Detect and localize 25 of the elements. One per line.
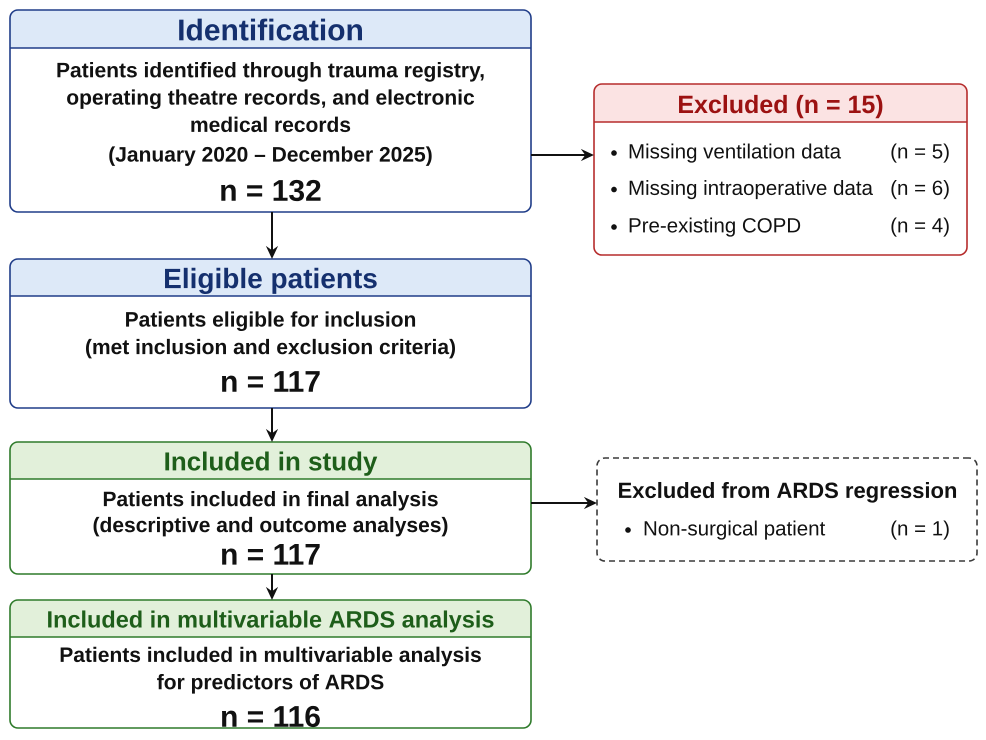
box-heading: Excluded (n = 15) xyxy=(679,94,882,118)
count-text: (n = 1) xyxy=(891,520,949,540)
box-text: Patients identified through trauma registry, operating theatre records, and electronic medical records xyxy=(57,62,484,132)
count-text: n = 116 xyxy=(222,706,320,728)
box-heading: Included in multivariable ARDS analysis xyxy=(48,610,494,632)
count-text: n = 117 xyxy=(222,544,320,565)
box-heading: Identification xyxy=(179,18,362,41)
box-text: (descriptive and outcome analyses) xyxy=(94,516,448,536)
box-text: (January 2020 – December 2025) xyxy=(109,146,432,166)
box-text: Patients eligible for inclusion xyxy=(126,311,416,332)
count-text: (n = 5) xyxy=(891,144,949,163)
count-text: (n = 4) xyxy=(891,218,949,237)
count-text: n = 117 xyxy=(222,371,320,392)
list-item: Missing ventilation data xyxy=(630,144,842,163)
box-heading: Excluded from ARDS regression xyxy=(619,482,956,503)
count-text: (n = 6) xyxy=(891,180,949,200)
list-item: Missing intraoperative data xyxy=(630,180,873,200)
box-text: Patients included in final analysis xyxy=(104,490,438,511)
count-text: n = 132 xyxy=(221,180,321,202)
box-heading: Included in study xyxy=(165,452,378,476)
list-item: Non-surgical patient xyxy=(644,520,826,540)
box-text: Patients included in multivariable analysis for predictors of ARDS xyxy=(60,646,481,694)
box-heading: Eligible patients xyxy=(165,268,377,294)
list-item: Pre-existing COPD xyxy=(630,218,800,237)
box-text: (met inclusion and exclusion criteria) xyxy=(86,338,455,358)
